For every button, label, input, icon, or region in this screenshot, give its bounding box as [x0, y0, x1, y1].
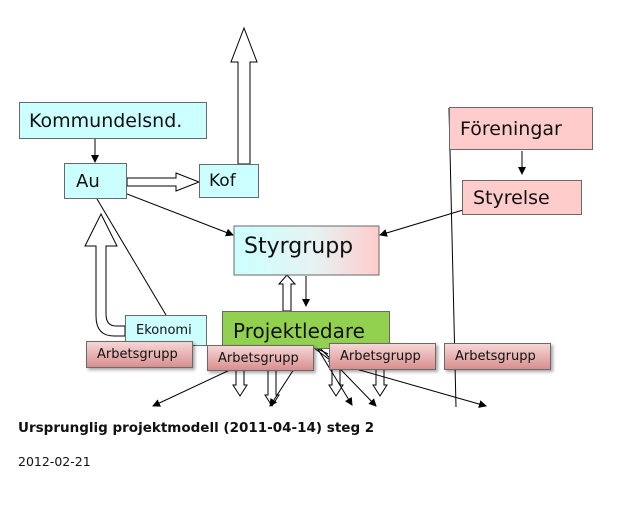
node-label: Kof [209, 171, 236, 191]
node-arbetsgrupp-3: Arbetsgrupp [329, 343, 436, 370]
node-styrelse: Styrelse [462, 180, 582, 215]
node-arbetsgrupp-2: Arbetsgrupp [207, 345, 314, 371]
hollow-arrow-up-kof [230, 26, 258, 165]
node-arbetsgrupp-1: Arbetsgrupp [86, 341, 193, 368]
hollow-arrows-down [232, 368, 388, 407]
arrow-au-styrgrupp [126, 193, 234, 237]
node-kommundelsnd: Kommundelsnd. [19, 102, 207, 139]
node-label: Au [76, 170, 100, 192]
node-label: Arbetsgrupp [340, 349, 421, 364]
hollow-arrow-au-kof [126, 172, 201, 192]
arrow-styrelse-styrgrupp [379, 209, 464, 237]
node-label: Styrelse [473, 186, 550, 209]
node-label: Arbetsgrupp [218, 350, 299, 366]
node-label: Arbetsgrupp [455, 349, 536, 364]
hollow-curved-arrow-ekonomi-au [84, 212, 126, 337]
node-label: Styrgrupp [244, 234, 354, 259]
node-foreningar: Föreningar [449, 107, 593, 150]
node-ekonomi: Ekonomi [125, 315, 207, 346]
node-kof: Kof [199, 164, 259, 198]
node-label: Kommundelsnd. [29, 109, 183, 132]
node-projektledare: Projektledare [222, 311, 390, 349]
node-au: Au [64, 163, 127, 199]
node-label: Arbetsgrupp [97, 347, 178, 362]
node-label: Föreningar [460, 117, 562, 140]
styrgrupp-fill [233, 225, 380, 276]
figure-date: 2012-02-21 [18, 454, 91, 469]
hollow-arrow-projektledare-styrgrupp [277, 274, 297, 312]
node-label: Projektledare [233, 319, 365, 343]
line-au-ekonomi [96, 198, 167, 316]
node-arbetsgrupp-4: Arbetsgrupp [444, 343, 551, 370]
fan-arrows [152, 345, 487, 408]
figure-caption: Ursprunglig projektmodell (2011-04-14) s… [18, 420, 375, 436]
node-label: Ekonomi [136, 323, 192, 338]
node-styrgrupp: Styrgrupp [234, 226, 379, 275]
